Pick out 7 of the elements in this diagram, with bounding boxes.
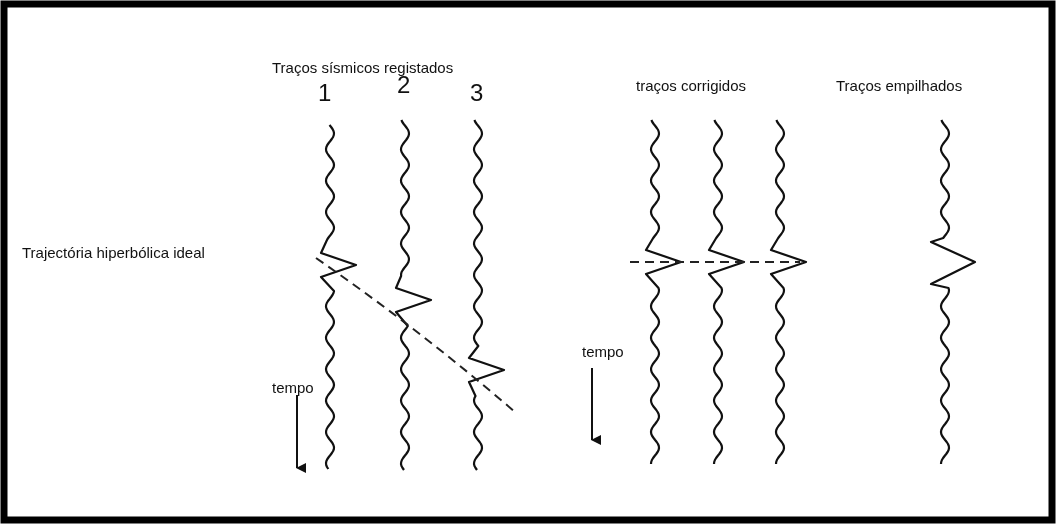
trace-number: 3: [470, 80, 484, 107]
axis-label: tempo: [272, 380, 314, 397]
trace-number: 1: [318, 80, 332, 107]
section-label: traços corrigidos: [636, 78, 747, 95]
axis-label: tempo: [582, 344, 624, 361]
curve-label: Trajectória hiperbólica ideal: [22, 245, 205, 262]
section-label: Traços empilhados: [836, 78, 963, 95]
